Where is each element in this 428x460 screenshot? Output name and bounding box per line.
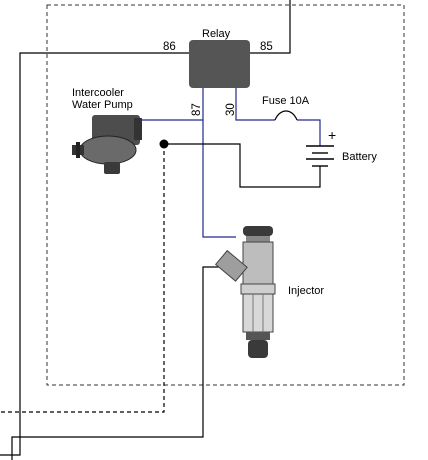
injector: Injector xyxy=(214,226,324,358)
injector-top-ring xyxy=(246,236,270,242)
relay-body xyxy=(189,40,250,88)
pump-label-line2: Water Pump xyxy=(72,99,133,111)
battery: + Battery xyxy=(306,127,377,167)
wire-fuse-to-battery xyxy=(297,119,321,146)
wire-signal-dashed xyxy=(0,144,165,413)
relay-pin-30: 30 xyxy=(225,103,237,116)
wire-injector-return xyxy=(11,266,236,460)
junction-dot xyxy=(159,139,169,149)
injector-top-cap xyxy=(243,226,273,236)
injector-nozzle xyxy=(248,340,268,358)
relay: Relay 86 85 87 30 xyxy=(163,28,273,116)
injector-mid-band xyxy=(240,283,276,295)
pump-inlet-flange xyxy=(76,142,80,158)
wire-battery-negative xyxy=(164,143,321,188)
fuse: Fuse 10A xyxy=(262,95,310,121)
wire-30 xyxy=(235,88,275,121)
injector-label: Injector xyxy=(288,285,324,297)
pump-body xyxy=(79,135,137,165)
wiring xyxy=(0,0,321,460)
pump-label-line1: Intercooler xyxy=(72,87,124,99)
relay-pin-87: 87 xyxy=(191,103,203,116)
injector-upper-body xyxy=(242,241,274,285)
relay-pin-85: 85 xyxy=(260,41,273,53)
battery-label: Battery xyxy=(342,151,377,163)
injector-nozzle-ring xyxy=(246,332,270,340)
fuse-label: Fuse 10A xyxy=(262,95,310,107)
wire-87-vertical xyxy=(202,88,236,238)
fuse-symbol xyxy=(274,110,298,121)
relay-pin-86: 86 xyxy=(163,41,176,53)
injector-lower-body xyxy=(242,293,274,333)
pump-connector xyxy=(134,118,142,140)
injector-connector xyxy=(214,249,248,282)
wire-85 xyxy=(250,0,291,54)
wire-86 xyxy=(0,52,189,456)
water-pump: Intercooler Water Pump xyxy=(72,87,142,174)
enclosure-boundary xyxy=(46,4,405,386)
battery-plus-sign: + xyxy=(328,127,336,143)
pump-outlet xyxy=(104,162,120,174)
relay-title: Relay xyxy=(202,28,231,40)
